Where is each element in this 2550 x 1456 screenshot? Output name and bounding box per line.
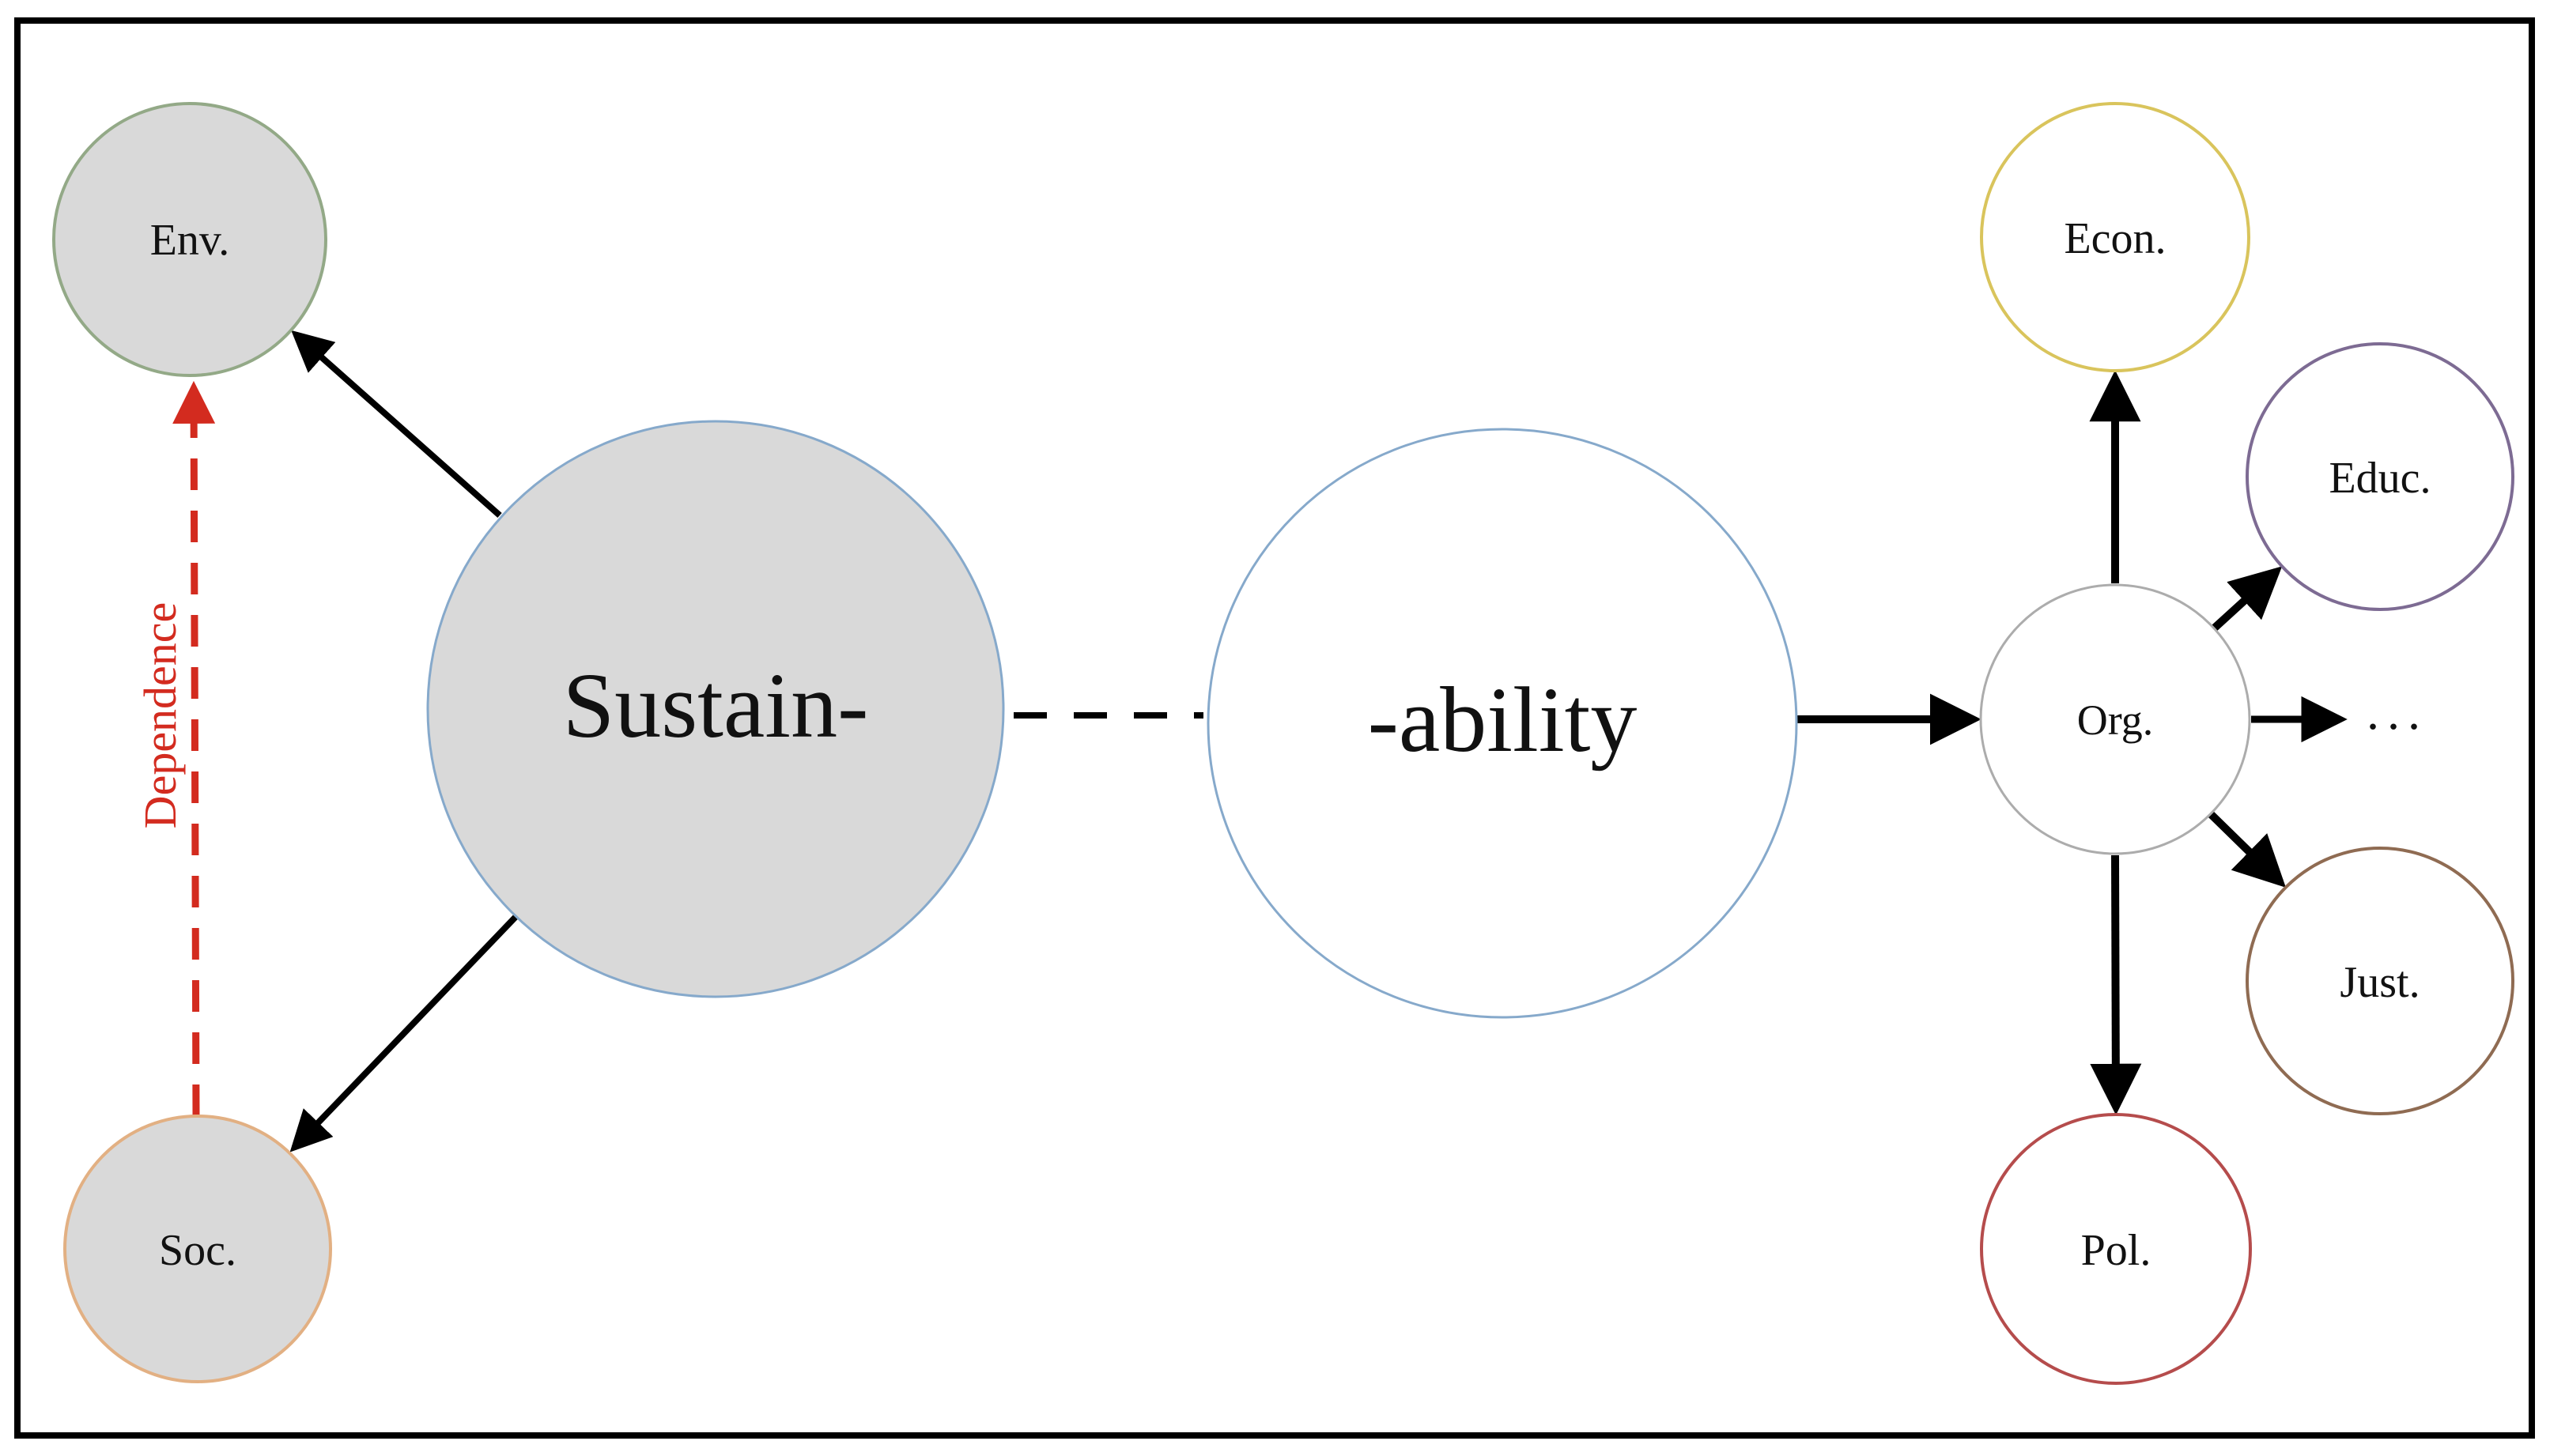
edge-org-pol-arrow	[2090, 854, 2142, 1115]
node-ability-circle	[1207, 428, 1798, 1019]
edge-org-educ-arrow	[2211, 566, 2283, 632]
node-pol-label: Pol.	[2081, 1226, 2151, 1275]
node-just: Just.	[2246, 847, 2514, 1115]
edge-dependence-dashed-arrow	[172, 380, 216, 1117]
node-sustain-label: Sustain-	[563, 654, 869, 757]
node-more-label: ...	[2367, 684, 2428, 740]
node-just-label: Just.	[2340, 958, 2420, 1007]
node-org-label: Org.	[2077, 696, 2154, 744]
node-soc-label: Soc.	[159, 1226, 236, 1275]
edge-dependence-label: Dependence	[134, 602, 186, 829]
node-soc: Soc.	[63, 1115, 332, 1383]
node-sustain: Sustain-	[426, 420, 1005, 998]
node-org: Org.	[1979, 583, 2251, 855]
edge-org-just-arrow	[2208, 811, 2286, 888]
node-soc-circle	[63, 1115, 332, 1383]
node-ability: -ability	[1207, 428, 1798, 1019]
node-env-label: Env.	[150, 216, 230, 265]
node-educ: Educ.	[2246, 342, 2514, 611]
node-sustain-circle	[426, 420, 1005, 998]
node-ability-label: -ability	[1368, 668, 1638, 771]
node-pol-circle	[1980, 1113, 2252, 1385]
node-econ: Econ.	[1980, 102, 2250, 372]
edge-sustain-soc-arrow	[289, 914, 519, 1152]
node-educ-circle	[2246, 342, 2514, 611]
node-env: Env.	[52, 102, 327, 377]
node-just-circle	[2246, 847, 2514, 1115]
node-pol: Pol.	[1980, 1113, 2252, 1385]
node-econ-label: Econ.	[2064, 214, 2166, 263]
node-educ-label: Educ.	[2329, 454, 2431, 503]
edge-sustain-env-arrow	[291, 330, 502, 518]
node-org-circle	[1979, 583, 2251, 855]
node-econ-circle	[1980, 102, 2250, 372]
diagram-frame-border	[14, 17, 2535, 1439]
node-env-circle	[52, 102, 327, 377]
